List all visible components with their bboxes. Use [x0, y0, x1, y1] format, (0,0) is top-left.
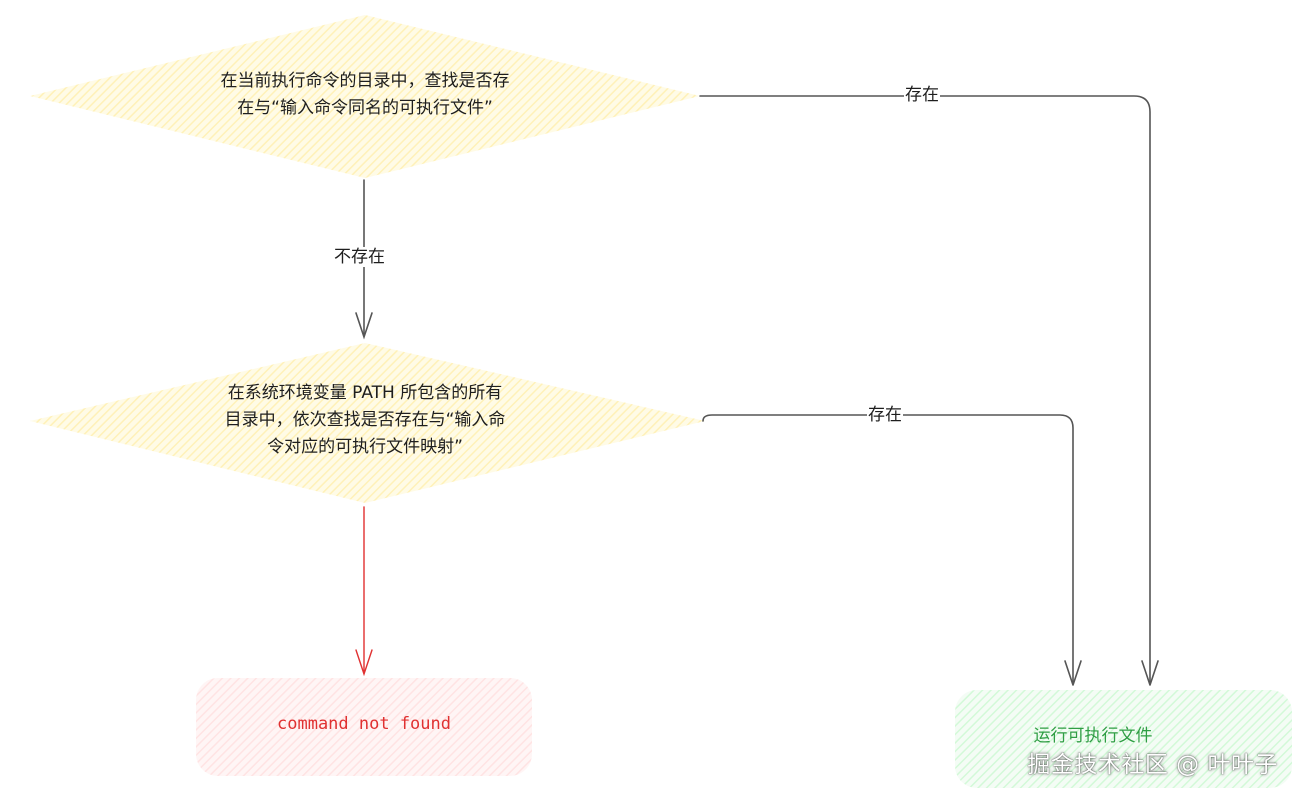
watermark: 掘金技术社区 @ 叶叶子 [1027, 752, 1278, 778]
edge-d2-to-not-found[interactable] [355, 506, 373, 677]
decision-2-text: 在系统环境变量 PATH 所包含的所有 目录中，依次查找是否存在与“输入命 令对… [224, 383, 506, 457]
run-executable-text: 运行可执行文件 [1033, 726, 1153, 746]
edge-d1-to-run[interactable] [699, 95, 1159, 686]
decision-1-text: 在当前执行命令的目录中，查找是否存 在与“输入命令同名的可执行文件” [220, 71, 510, 118]
edge-label-not-exist: 不存在 [333, 247, 386, 267]
edge-d2-to-run[interactable] [702, 414, 1082, 686]
not-found-text: command not found [277, 714, 451, 734]
edge-label-exist-top: 存在 [904, 85, 940, 105]
run-executable-shape[interactable] [955, 690, 1292, 788]
not-found-shape[interactable] [196, 678, 532, 776]
decision-1-shape[interactable] [30, 15, 700, 178]
edge-label-exist-middle: 存在 [867, 405, 903, 425]
decision-2-shape[interactable] [30, 343, 705, 503]
